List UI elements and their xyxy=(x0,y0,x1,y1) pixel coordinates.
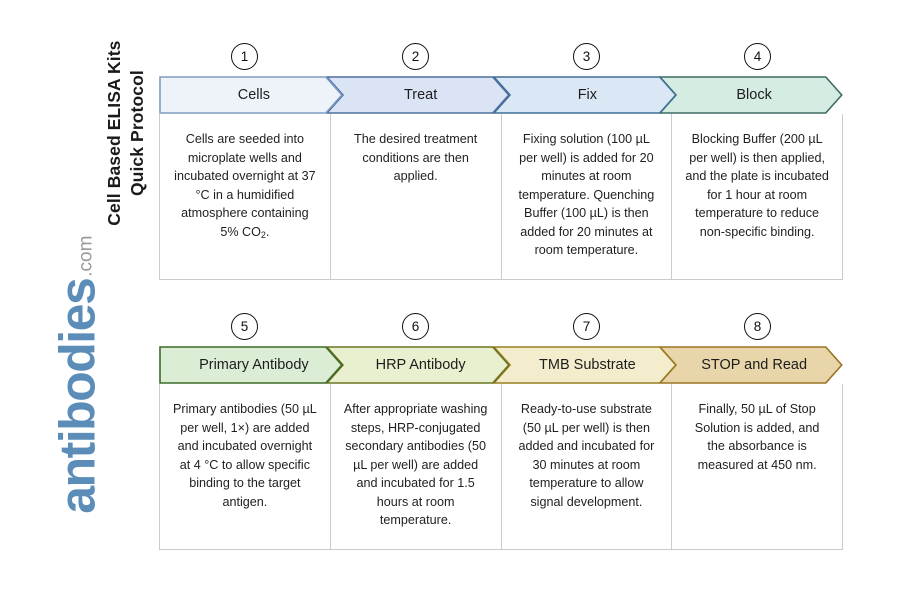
step-number-cell: 2 xyxy=(330,36,501,76)
chevron-shape xyxy=(325,76,510,114)
description-text: Fixing solution (100 µL per well) is add… xyxy=(518,132,655,257)
chevron-shape xyxy=(659,346,843,384)
chevron-label: Treat xyxy=(403,87,438,103)
description-cell: Fixing solution (100 µL per well) is add… xyxy=(502,114,673,279)
chevron-step-1[interactable]: Cells xyxy=(159,76,343,114)
flow-row-1: 1 2 3 4 Cells Treat Fix Block Cells are … xyxy=(159,36,843,280)
step-number-badge: 7 xyxy=(573,312,600,340)
step-number-cell: 6 xyxy=(330,306,501,346)
step-number-badge: 2 xyxy=(402,42,429,70)
chevron-label: STOP and Read xyxy=(701,357,808,373)
step-number-strip-2: 5 6 7 8 xyxy=(159,306,843,346)
chevron-label: HRP Antibody xyxy=(375,357,466,373)
description-text: Primary antibodies (50 µL per well, 1×) … xyxy=(173,402,317,509)
step-number-badge: 8 xyxy=(744,312,771,340)
step-number-cell: 8 xyxy=(672,306,843,346)
description-band-1: Cells are seeded into microplate wells a… xyxy=(159,114,843,280)
description-cell: Ready-to-use substrate (50 µL per well) … xyxy=(502,384,673,549)
chevron-shape xyxy=(325,346,510,384)
description-cell: Finally, 50 µL of Stop Solution is added… xyxy=(672,384,842,549)
chevron-step-3[interactable]: Fix xyxy=(492,76,677,114)
description-text: Blocking Buffer (200 µL per well) is the… xyxy=(685,132,829,239)
chevron-step-4[interactable]: Block xyxy=(659,76,843,114)
chevron-step-5[interactable]: Primary Antibody xyxy=(159,346,343,384)
chevron-band-2: Primary Antibody HRP Antibody TMB Substr… xyxy=(159,346,843,384)
description-cell: Primary antibodies (50 µL per well, 1×) … xyxy=(160,384,331,549)
brand-watermark: antibodies .com xyxy=(49,214,106,514)
chevron-label: Primary Antibody xyxy=(199,357,309,373)
step-number-cell: 7 xyxy=(501,306,672,346)
flow-row-2: 5 6 7 8 Primary Antibody HRP Antibody TM… xyxy=(159,306,843,550)
chevron-step-2[interactable]: Treat xyxy=(325,76,510,114)
step-number-badge: 6 xyxy=(402,312,429,340)
description-text: After appropriate washing steps, HRP-con… xyxy=(343,402,488,527)
description-cell: The desired treatment conditions are the… xyxy=(331,114,502,279)
description-text: Ready-to-use substrate (50 µL per well) … xyxy=(518,402,655,509)
chevron-shape xyxy=(659,76,843,114)
chevron-step-8[interactable]: STOP and Read xyxy=(659,346,843,384)
chevron-band-1: Cells Treat Fix Block xyxy=(159,76,843,114)
chevron-label: Cells xyxy=(237,87,270,103)
step-number-cell: 3 xyxy=(501,36,672,76)
chevron-step-7[interactable]: TMB Substrate xyxy=(492,346,677,384)
brand-tld: .com xyxy=(74,235,96,277)
description-text: The desired treatment conditions are the… xyxy=(354,132,478,183)
chevron-step-6[interactable]: HRP Antibody xyxy=(325,346,510,384)
subscript: 2 xyxy=(260,229,266,240)
chevron-label: Block xyxy=(736,87,772,103)
step-number-cell: 5 xyxy=(159,306,330,346)
left-rail: Cell Based ELISA Kits Quick Protocol ant… xyxy=(0,0,150,594)
chevron-label: TMB Substrate xyxy=(539,357,636,373)
description-cell: Blocking Buffer (200 µL per well) is the… xyxy=(672,114,842,279)
description-cell: Cells are seeded into microplate wells a… xyxy=(160,114,331,279)
step-number-cell: 1 xyxy=(159,36,330,76)
chevron-shape xyxy=(492,346,677,384)
chevron-shape xyxy=(159,76,343,114)
step-number-badge: 1 xyxy=(231,42,258,70)
description-band-2: Primary antibodies (50 µL per well, 1×) … xyxy=(159,384,843,550)
step-number-badge: 3 xyxy=(573,42,600,70)
step-number-badge: 5 xyxy=(231,312,258,340)
description-text: Finally, 50 µL of Stop Solution is added… xyxy=(694,402,820,472)
brand-name: antibodies xyxy=(49,278,106,514)
chevron-label: Fix xyxy=(577,87,598,103)
chevron-shape xyxy=(159,346,343,384)
step-number-badge: 4 xyxy=(744,42,771,70)
step-number-strip-1: 1 2 3 4 xyxy=(159,36,843,76)
description-cell: After appropriate washing steps, HRP-con… xyxy=(331,384,502,549)
step-number-cell: 4 xyxy=(672,36,843,76)
chevron-shape xyxy=(492,76,677,114)
description-text: Cells are seeded into microplate wells a… xyxy=(174,132,316,240)
page-title: Cell Based ELISA Kits Quick Protocol xyxy=(103,40,147,226)
